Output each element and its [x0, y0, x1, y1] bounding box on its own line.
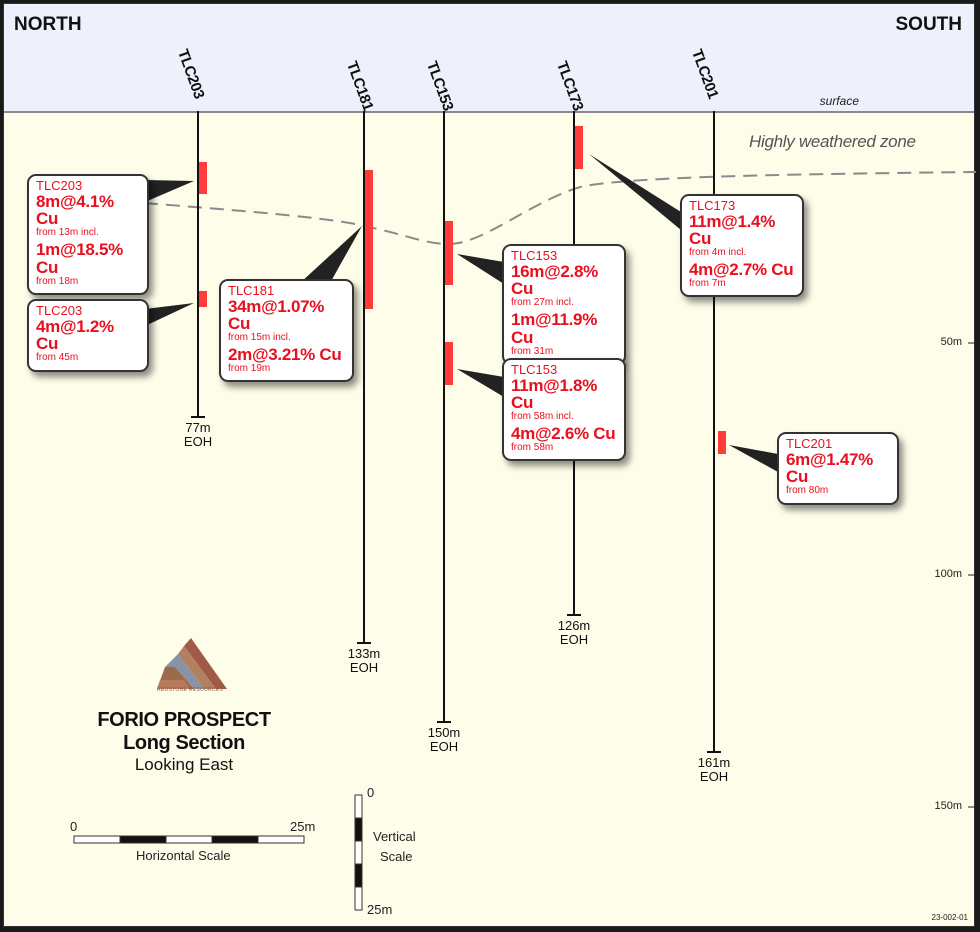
section-drawing — [73, 111, 976, 911]
logo-text: REDSTONE RESOURCES — [157, 687, 224, 693]
callout-pointer — [457, 369, 504, 397]
weathered-zone-label: Highly weathered zone — [749, 132, 916, 151]
eoh-depth: 126m — [557, 618, 591, 633]
callout-tlc153-upper: TLC153 16m@2.8% Cu from 27m incl. 1m@11.… — [502, 244, 626, 366]
callout-pointer — [145, 180, 194, 202]
callout-hole-id: TLC181 — [228, 283, 275, 298]
eoh-label-tlc153: 150m EOH — [419, 725, 469, 755]
callout-tlc203-lower: TLC203 4m@1.2% Cu from 45m — [27, 299, 149, 372]
callout-hole-id: TLC173 — [689, 198, 736, 213]
callout-from: from 45m — [36, 352, 79, 364]
long-section-figure: NORTH SOUTH surface TLC203 TLC181 TLC153… — [3, 3, 976, 927]
v-scale-start: 0 — [367, 785, 375, 800]
intercept-tlc153-b — [445, 342, 453, 385]
eoh-label-tlc201: 161m EOH — [689, 755, 739, 785]
eoh-text: EOH — [349, 660, 379, 676]
drawing-reference: 23-002-01 — [931, 913, 968, 922]
eoh-text: EOH — [559, 632, 589, 648]
intercept-tlc203-a — [199, 162, 207, 194]
callout-intercept: 4m@1.2% Cu — [36, 316, 114, 354]
callout-from: from 80m — [786, 485, 829, 497]
intercept-tlc173 — [575, 126, 583, 169]
callout-intercept: 11m@1.8% Cu — [511, 375, 598, 413]
v-scale-label-1: Vertical — [373, 829, 416, 844]
callout-hole-id: TLC203 — [36, 178, 83, 193]
v-scale-label-2: Scale — [380, 849, 413, 864]
h-scale-end: 25m — [290, 819, 316, 834]
eoh-text: EOH — [699, 769, 729, 785]
callout-from: from 27m incl. — [511, 297, 574, 309]
intercept-tlc203-b — [199, 291, 207, 307]
depth-label-100m: 100m — [934, 568, 962, 580]
eoh-label-tlc173: 126m EOH — [549, 618, 599, 648]
h-scale-start: 0 — [70, 819, 78, 834]
callout-hole-id: TLC153 — [511, 362, 558, 377]
north-label: NORTH — [14, 14, 82, 35]
callout-tlc203-upper: TLC203 8m@4.1% Cu from 13m incl. 1m@18.5… — [27, 174, 149, 296]
redstone-logo-icon — [157, 638, 227, 689]
horizontal-scale-bar — [73, 835, 305, 844]
callout-intercept: 2m@3.21% Cu — [228, 344, 342, 364]
intercept-tlc181 — [365, 170, 373, 309]
header-band: NORTH SOUTH surface — [4, 4, 974, 113]
h-scale-label: Horizontal Scale — [136, 848, 231, 863]
surface-label: surface — [819, 94, 859, 108]
depth-label-150m: 150m — [934, 800, 962, 812]
section-type: Long Section — [123, 732, 245, 754]
callout-hole-id: TLC203 — [36, 303, 83, 318]
callout-tlc153-lower: TLC153 11m@1.8% Cu from 58m incl. 4m@2.6… — [502, 358, 626, 462]
callout-hole-id: TLC201 — [786, 436, 833, 451]
callout-from: from 15m incl. — [228, 332, 291, 344]
callout-from: from 13m incl. — [36, 227, 99, 239]
callout-pointer — [457, 254, 504, 284]
weathered-zone-boundary — [143, 171, 976, 246]
callout-intercept: 34m@1.07% Cu — [228, 296, 325, 334]
callout-pointer — [300, 226, 362, 283]
depth-label-50m: 50m — [940, 336, 962, 348]
eoh-text: EOH — [183, 434, 213, 450]
callout-tlc173: TLC173 11m@1.4% Cu from 4m incl. 4m@2.7%… — [680, 194, 804, 298]
callout-intercept: 4m@2.6% Cu — [511, 423, 616, 443]
eoh-depth: 77m — [185, 420, 211, 435]
callout-intercept: 1m@11.9% Cu — [511, 309, 598, 347]
vertical-scale-bar — [354, 794, 363, 911]
south-label: SOUTH — [895, 14, 963, 35]
callout-intercept: 16m@2.8% Cu — [511, 261, 598, 299]
intercept-tlc153-a — [445, 221, 453, 285]
view-direction: Looking East — [134, 755, 234, 774]
eoh-text: EOH — [429, 739, 459, 755]
eoh-label-tlc181: 133m EOH — [339, 646, 389, 676]
callout-pointer — [145, 303, 194, 326]
eoh-depth: 133m — [347, 646, 381, 661]
callout-tlc201: TLC201 6m@1.47% Cu from 80m — [777, 432, 899, 505]
callout-from: from 7m — [689, 277, 726, 289]
callout-from: from 58m incl. — [511, 411, 574, 423]
callout-from: from 18m — [36, 275, 79, 287]
eoh-depth: 150m — [427, 725, 461, 740]
callout-intercept: 4m@2.7% Cu — [689, 259, 794, 279]
callout-intercept: 8m@4.1% Cu — [36, 191, 114, 229]
callout-intercept: 11m@1.4% Cu — [689, 211, 776, 249]
eoh-depth: 161m — [697, 755, 731, 770]
v-scale-end: 25m — [367, 902, 393, 917]
callout-pointer — [589, 154, 681, 230]
callout-intercept: 1m@18.5% Cu — [36, 239, 123, 277]
callout-from: from 58m — [511, 441, 554, 453]
callout-tlc181: TLC181 34m@1.07% Cu from 15m incl. 2m@3.… — [219, 279, 354, 383]
intercept-tlc201 — [718, 431, 726, 454]
prospect-title: FORIO PROSPECT — [97, 709, 271, 731]
eoh-label-tlc203: 77m EOH — [173, 420, 223, 450]
callout-intercept: 6m@1.47% Cu — [786, 449, 873, 487]
callout-from: from 19m — [228, 362, 271, 374]
callout-from: from 31m — [511, 345, 554, 357]
callout-from: from 4m incl. — [689, 247, 747, 259]
title-block: FORIO PROSPECT Long Section Looking East — [64, 709, 304, 775]
callout-pointer — [729, 445, 778, 472]
callout-hole-id: TLC153 — [511, 248, 558, 263]
